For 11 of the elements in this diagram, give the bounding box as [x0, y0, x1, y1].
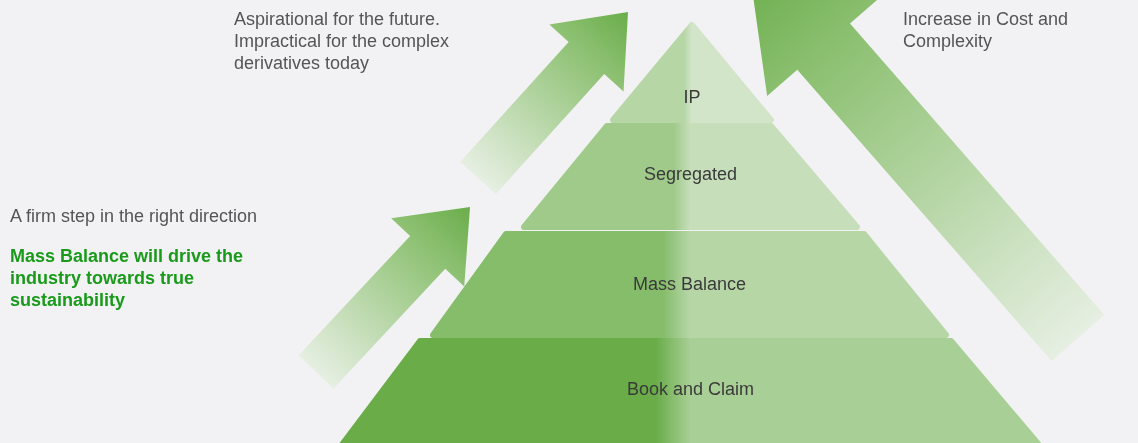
tier-label: Book and Claim: [625, 379, 756, 400]
annotation-text: A firm step in the right direction: [10, 205, 259, 227]
tier-label: Mass Balance: [631, 274, 748, 295]
pyramid-tier: [341, 341, 1040, 443]
annotation-text: Aspirational for the future. Impractical for the complex derivatives today: [234, 8, 451, 74]
tier-label: IP: [682, 87, 702, 108]
key-message: Mass Balance will drive the industry towards true sustainability: [10, 245, 245, 311]
annotation-text: Increase in Cost and Complexity: [903, 8, 1070, 52]
tier-label: Segregated: [642, 164, 739, 185]
pyramid-tier: [433, 234, 946, 335]
pyramid-tier: [524, 126, 857, 227]
